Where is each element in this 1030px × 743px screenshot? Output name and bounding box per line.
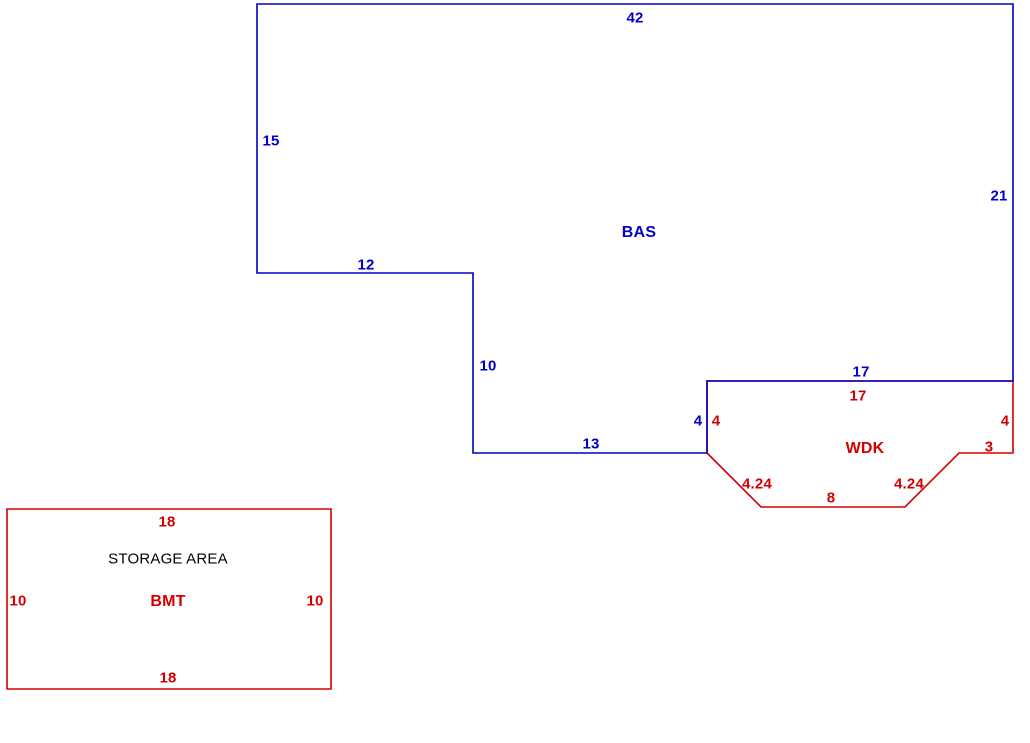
dim-bas-bottom: 13	[582, 435, 600, 453]
dim-wdk-diag-right: 4.24	[894, 475, 924, 493]
dim-wdk-diag-left: 4.24	[742, 475, 772, 493]
dim-bmt-left: 10	[9, 592, 27, 610]
dim-bas-notch-side: 10	[479, 357, 497, 375]
dim-wdk-right: 4	[1000, 412, 1010, 430]
area-label-bmt: BMT	[150, 593, 186, 610]
area-label-bas: BAS	[621, 224, 657, 241]
dim-bas-top: 42	[626, 9, 644, 27]
wdk-deck-outline	[706, 380, 1014, 508]
dim-wdk-top: 17	[849, 387, 867, 405]
storage-area-note: STORAGE AREA	[108, 550, 228, 568]
dim-bas-deck-side: 4	[693, 412, 703, 430]
dim-wdk-bottom: 8	[826, 489, 836, 507]
dim-bas-right: 21	[990, 187, 1008, 205]
dim-bas-deck-wall: 17	[852, 363, 870, 381]
dim-bmt-bottom: 18	[159, 669, 177, 687]
dim-bmt-right: 10	[306, 592, 324, 610]
dim-bas-notch-top: 12	[357, 256, 375, 274]
dim-wdk-left: 4	[711, 412, 721, 430]
bas-outline	[256, 3, 1014, 454]
dim-bmt-top: 18	[158, 513, 176, 531]
dim-bas-left: 15	[262, 132, 280, 150]
bmt-storage-outline	[6, 508, 332, 690]
dim-wdk-right-step: 3	[984, 438, 994, 456]
area-label-wdk: WDK	[845, 440, 885, 457]
